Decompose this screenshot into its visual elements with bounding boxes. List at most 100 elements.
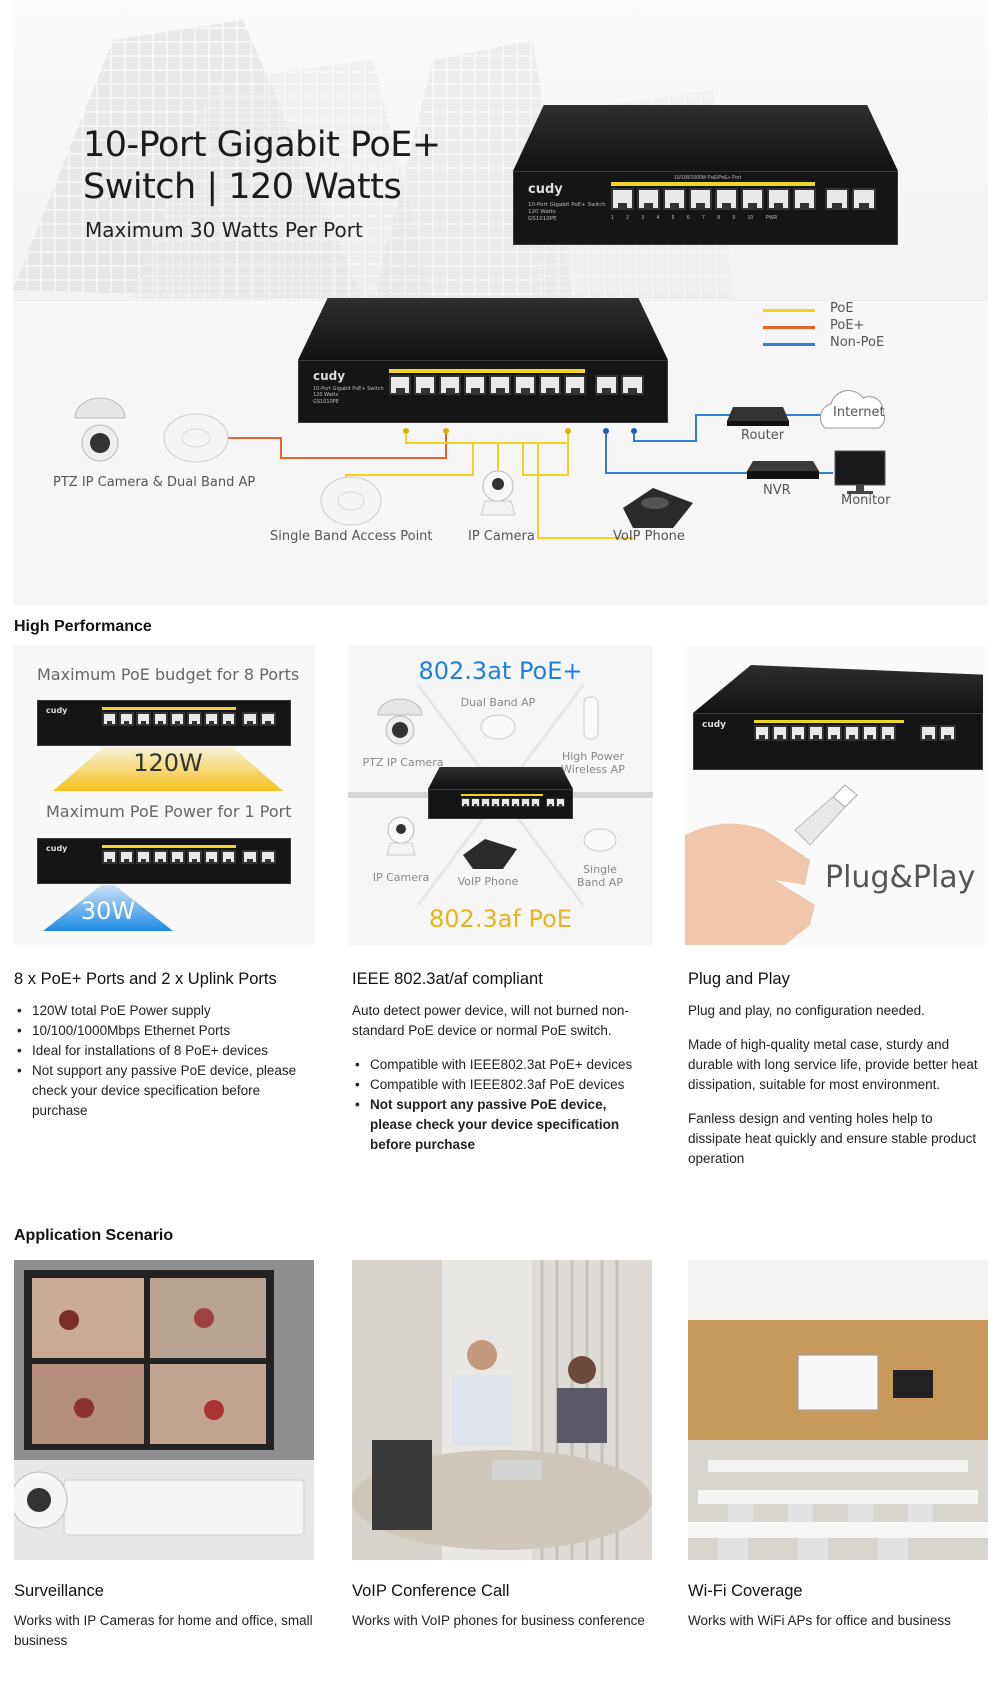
plug-and-play-text: Plug&Play (825, 860, 976, 895)
poe-port (136, 850, 151, 864)
poe-port (414, 375, 436, 395)
poe-port (204, 850, 219, 864)
hero-banner: 10-Port Gigabit PoE+ Switch | 120 Watts … (13, 0, 988, 302)
section-heading-application-scenario: Application Scenario (14, 1227, 174, 1244)
brand-logo: cudy (528, 182, 563, 197)
uplink-port (546, 798, 555, 807)
poe-port (464, 375, 486, 395)
ip-camera-icon (480, 470, 516, 516)
feature-bullet: Compatible with IEEE802.3af PoE devices (352, 1075, 652, 1095)
poe-port (637, 188, 660, 210)
poe-port (741, 188, 764, 210)
poe-port (102, 712, 117, 726)
poe-port (826, 725, 842, 741)
poe-port (136, 712, 151, 726)
poe-port (389, 375, 411, 395)
label-ptz-camera-dual-ap: PTZ IP Camera & Dual Band AP (53, 475, 256, 490)
feature-bullet-list: 120W total PoE Power supply 10/100/1000M… (14, 1001, 314, 1121)
caption-poe-power-1-port: Maximum PoE Power for 1 Port (46, 802, 292, 821)
poe-port (204, 712, 219, 726)
network-topology-diagram: cudy 10-Port Gigabit PoE+ Switch 120 Wat… (13, 298, 988, 605)
switch-image: cudy (37, 700, 291, 746)
poe-port (170, 850, 185, 864)
label-voip-phone: VoIP Phone (457, 875, 519, 888)
poe-port (689, 188, 712, 210)
poe-port (119, 850, 134, 864)
hand-with-cable-illustration (685, 784, 858, 945)
internet-cloud-icon (819, 390, 886, 429)
scenario-title: VoIP Conference Call (352, 1582, 510, 1600)
poe-port (170, 712, 185, 726)
model-line: 10-Port Gigabit PoE+ Switch (313, 386, 384, 392)
poe-port (521, 798, 530, 807)
poe-port (514, 375, 536, 395)
feature-title: 8 x PoE+ Ports and 2 x Uplink Ports (14, 970, 277, 988)
label-nvr: NVR (763, 483, 791, 498)
switch-image (428, 767, 573, 819)
uplink-port (595, 375, 618, 395)
uplink-port (556, 798, 565, 807)
uplink-port (825, 188, 849, 210)
label-voip-phone: VoIP Phone (613, 529, 685, 544)
model-line: 120 Watts (313, 392, 339, 399)
label-single-band-ap: Single Band Access Point (270, 529, 433, 544)
poe-port (611, 188, 634, 210)
feature-bullet: Ideal for installations of 8 PoE+ device… (14, 1041, 314, 1061)
standard-802-3at-title: 802.3at PoE+ (418, 657, 583, 685)
label-ip-camera: IP Camera (468, 529, 535, 544)
plug-and-play-panel: cudy Plug&Play (685, 645, 987, 945)
ip-camera-icon (386, 816, 416, 856)
feature-bullet: 120W total PoE Power supply (14, 1001, 314, 1021)
poe-port (489, 375, 511, 395)
feature-bullet-list: Compatible with IEEE802.3at PoE+ devices… (352, 1055, 652, 1155)
legend-label-non-poe: Non-PoE (830, 335, 885, 350)
label-dual-band-ap: Dual Band AP (460, 696, 536, 709)
hero-subtitle: Maximum 30 Watts Per Port (85, 218, 363, 242)
feature-paragraph: Made of high-quality metal case, sturdy … (688, 1037, 978, 1092)
voip-phone-icon (463, 839, 517, 869)
poe-port (767, 188, 790, 210)
scenario-caption-surveillance: Surveillance Works with IP Cameras for h… (14, 1582, 314, 1651)
wireless-ap-icon (583, 696, 599, 740)
feature-intro: Auto detect power device, will not burne… (352, 1003, 629, 1038)
feature-bullet: Not support any passive PoE device, plea… (14, 1061, 314, 1121)
uplink-port (242, 850, 258, 864)
model-line: GS1010PE (528, 215, 557, 222)
feature-column-ports: 8 x PoE+ Ports and 2 x Uplink Ports 120W… (14, 970, 314, 1135)
dual-band-ap-icon (163, 413, 229, 463)
model-line: GS1010PE (313, 398, 339, 405)
uplink-port (242, 712, 258, 726)
scenario-title: Wi-Fi Coverage (688, 1582, 803, 1600)
poe-port (539, 375, 561, 395)
feature-title: IEEE 802.3at/af compliant (352, 970, 543, 988)
poe-port (461, 798, 470, 807)
switch-image: cudy (693, 665, 983, 770)
switch-diagram-image: cudy 10-Port Gigabit PoE+ Switch 120 Wat… (298, 298, 668, 423)
model-line: 120 Watts (528, 208, 556, 215)
router-icon (727, 407, 789, 426)
feature-paragraph: Fanless design and venting holes help to… (688, 1111, 977, 1166)
feature-column-plug-and-play: Plug and Play Plug and play, no configur… (688, 970, 988, 1183)
legend-swatch-poe (763, 309, 815, 312)
poe-port (491, 798, 500, 807)
scenario-caption-voip: VoIP Conference Call Works with VoIP pho… (352, 1582, 652, 1631)
feature-title: Plug and Play (688, 970, 790, 988)
value-30w: 30W (80, 897, 136, 925)
single-band-ap-icon (320, 476, 382, 526)
ptz-camera-icon (74, 397, 126, 462)
poe-port (564, 375, 586, 395)
brand-logo: cudy (46, 844, 68, 853)
poe-port (808, 725, 824, 741)
legend-label-poe: PoE (830, 301, 854, 316)
feature-paragraph: Plug and play, no configuration needed. (688, 1003, 925, 1018)
uplink-port (920, 725, 937, 741)
poe-port (715, 188, 738, 210)
scenario-description: Works with WiFi APs for office and busin… (688, 1613, 951, 1628)
feature-column-ieee: IEEE 802.3at/af compliant Auto detect po… (352, 970, 652, 1169)
legend-swatch-poe-plus (763, 326, 815, 329)
brand-logo: cudy (313, 369, 346, 383)
hero-title: 10-Port Gigabit PoE+ Switch | 120 Watts (83, 125, 441, 207)
ptz-camera-icon (377, 698, 423, 745)
poe-port (119, 712, 134, 726)
uplink-port (260, 712, 276, 726)
